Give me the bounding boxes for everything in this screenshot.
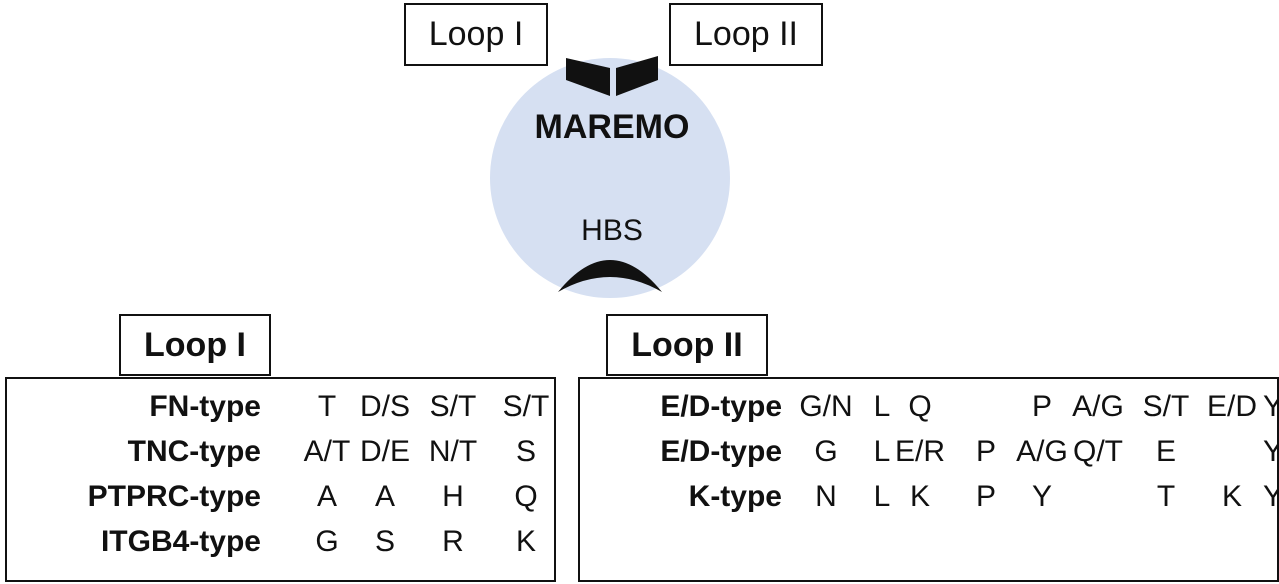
residue: P xyxy=(975,435,996,468)
loop1-panel-title: Loop I xyxy=(119,314,271,376)
residue: G/N xyxy=(799,390,853,423)
sequence-row: PTPRC-type A A H Q xyxy=(7,474,554,520)
residue: K xyxy=(909,480,930,513)
residue: G xyxy=(315,525,339,558)
hbs-crescent xyxy=(558,260,662,292)
residue: E/D xyxy=(1206,390,1257,423)
residue: Y xyxy=(1262,435,1279,468)
residue: D/S xyxy=(359,390,410,423)
residue: P xyxy=(1031,390,1052,423)
loop1-binding-shape xyxy=(566,58,610,96)
residue: Q xyxy=(514,480,538,513)
sequence-type-name: E/D-type xyxy=(660,390,782,423)
maremo-protein-body xyxy=(490,58,730,298)
sequence-type-name: FN-type xyxy=(149,390,261,423)
residue: A xyxy=(316,480,337,513)
sequence-row: ITGB4-type G S R K xyxy=(7,519,554,565)
residue: A/T xyxy=(303,435,351,468)
residue: D/E xyxy=(359,435,410,468)
residue: A/G xyxy=(1072,390,1124,423)
residue: E xyxy=(1155,435,1176,468)
residue: S xyxy=(374,525,395,558)
loop2-panel-title: Loop II xyxy=(606,314,768,376)
residue: Y xyxy=(1031,480,1052,513)
residue: P xyxy=(975,480,996,513)
residue: L xyxy=(873,435,891,468)
residue: A xyxy=(374,480,395,513)
loop2-binding-shape xyxy=(616,56,658,96)
sequence-type-name: PTPRC-type xyxy=(87,480,261,513)
residue: Y xyxy=(1262,390,1279,423)
residue: K xyxy=(1221,480,1242,513)
top-loop1-label: Loop I xyxy=(404,3,548,66)
residue: S xyxy=(515,435,536,468)
sequence-type-name: ITGB4-type xyxy=(100,525,261,558)
residue: Q/T xyxy=(1073,435,1123,468)
sequence-row: FN-type T D/S S/T S/T xyxy=(7,384,554,430)
top-loop2-label: Loop II xyxy=(669,3,823,66)
residue: N xyxy=(815,480,837,513)
sequence-type-name: TNC-type xyxy=(127,435,261,468)
sequence-type-name: K-type xyxy=(688,480,782,513)
maremo-label: MAREMO xyxy=(534,108,690,146)
residue: A/G xyxy=(1016,435,1068,468)
residue: R xyxy=(442,525,464,558)
residue: G xyxy=(814,435,838,468)
residue: T xyxy=(317,390,337,423)
sequence-type-name: E/D-type xyxy=(660,435,782,468)
residue: Y xyxy=(1262,480,1279,513)
hbs-label: HBS xyxy=(581,214,643,247)
residue: S/T xyxy=(1142,390,1190,423)
residue: S/T xyxy=(429,390,477,423)
residue: N/T xyxy=(428,435,478,468)
residue: S/T xyxy=(502,390,550,423)
residue: Q xyxy=(908,390,932,423)
residue: H xyxy=(442,480,464,513)
residue: T xyxy=(1156,480,1176,513)
residue: E/R xyxy=(894,435,945,468)
residue: L xyxy=(873,390,891,423)
residue: K xyxy=(515,525,536,558)
residue: L xyxy=(873,480,891,513)
